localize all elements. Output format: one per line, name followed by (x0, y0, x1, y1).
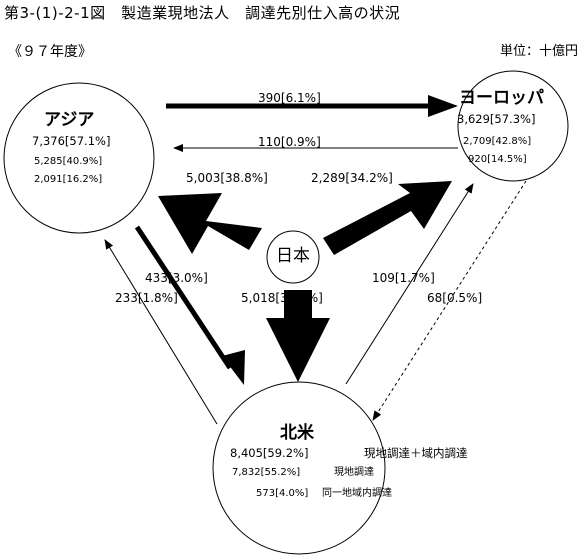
europe-total: 3,629[57.3%] (457, 112, 536, 126)
north-america-name: 北米 (280, 423, 314, 443)
arrow-japan-to-north-america (266, 290, 330, 382)
asia-intra: 2,091[16.2%] (34, 174, 103, 185)
flow-label-north-america-to-asia: 233[1.8%] (115, 291, 178, 305)
page-title: 第3-(1)-2-1図 製造業現地法人 調達先別仕入高の状況 (4, 4, 401, 22)
japan-circle (266, 230, 320, 284)
arrow-asia-to-europe (166, 95, 458, 117)
flow-label-europe-to-asia: 110[0.9%] (258, 135, 321, 149)
flow-label-europe-to-north-america: 68[0.5%] (427, 291, 483, 305)
arrow-japan-to-asia (158, 193, 262, 254)
north-america-local-note: 現地調達 (334, 467, 374, 478)
fiscal-year-label: 《９７年度》 (8, 44, 92, 60)
asia-name: アジア (44, 110, 95, 130)
north-america-local: 7,832[55.2%] (232, 467, 301, 478)
europe-circle (457, 70, 569, 182)
japan-name: 日本 (276, 246, 310, 266)
arrow-north-america-to-asia (104, 239, 218, 425)
north-america-circle (212, 381, 386, 555)
europe-name: ヨーロッパ (459, 88, 544, 108)
north-america-total-note: 現地調達＋域内調達 (364, 446, 468, 460)
asia-circle (3, 82, 155, 234)
unit-label: 単位：十億円 (499, 44, 578, 59)
flow-label-north-america-to-europe: 109[1.7%] (372, 271, 435, 285)
flow-label-japan-to-europe: 2,289[34.2%] (311, 171, 393, 185)
asia-total: 7,376[57.1%] (32, 134, 111, 148)
north-america-total: 8,405[59.2%] (230, 446, 309, 460)
flow-label-asia-to-europe: 390[6.1%] (258, 91, 321, 105)
arrow-north-america-to-europe (345, 183, 474, 385)
europe-local: 2,709[42.8%] (463, 136, 532, 147)
flow-label-asia-to-north-america: 433[3.0%] (145, 271, 208, 285)
asia-local: 5,285[40.9%] (34, 156, 103, 167)
flow-label-japan-to-asia: 5,003[38.8%] (186, 171, 268, 185)
north-america-intra-note: 同一地域内調達 (322, 488, 392, 499)
arrow-europe-to-north-america (372, 180, 527, 421)
flow-label-japan-to-north-america: 5,018[38.0%] (241, 291, 323, 305)
arrow-japan-to-europe (323, 181, 452, 255)
north-america-intra: 573[4.0%] (256, 488, 309, 499)
europe-intra: 920[14.5%] (468, 154, 527, 165)
arrow-asia-to-north-america (134, 225, 245, 385)
